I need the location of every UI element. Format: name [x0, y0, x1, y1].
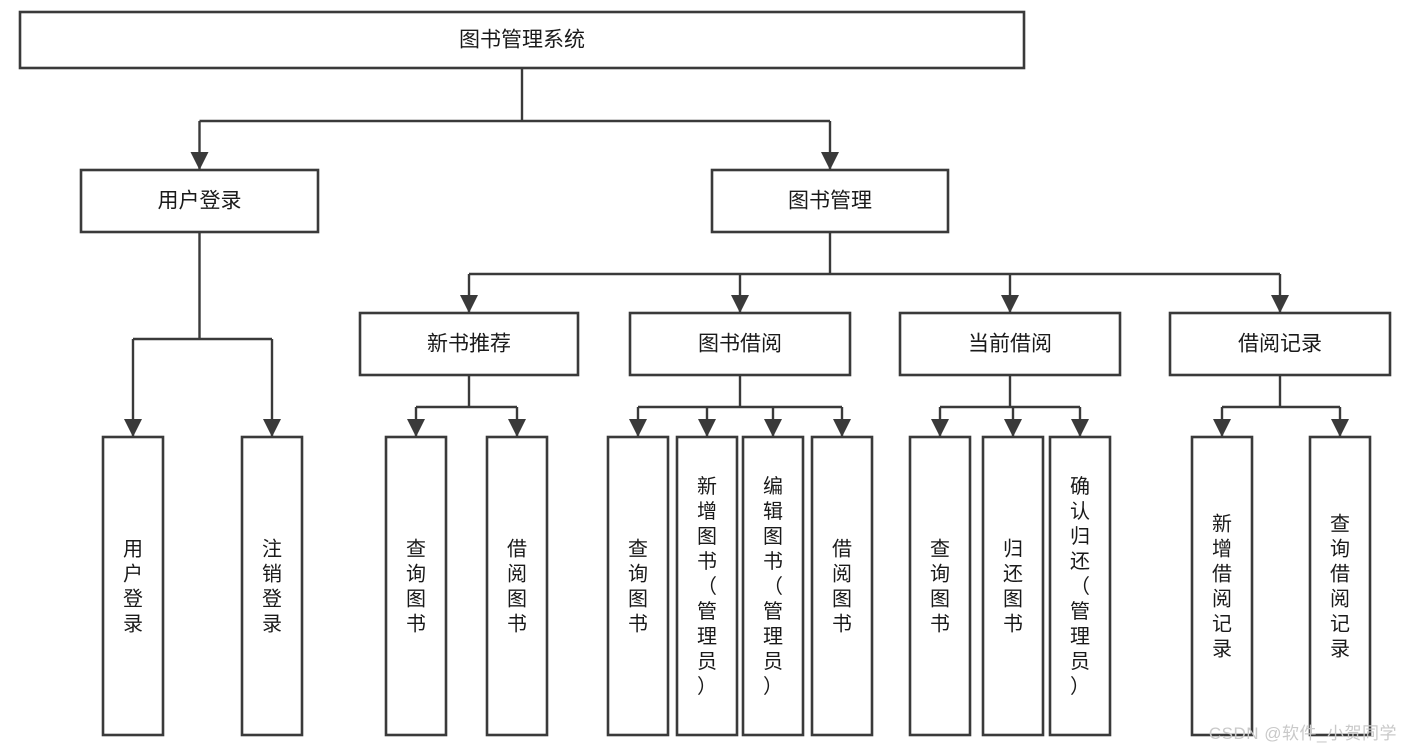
node-label-borrow-records: 借阅记录 [1238, 333, 1322, 356]
node-label-leaf-confirm-return-admin: 确认归还（管理员） [1070, 475, 1090, 698]
arrow-head-icon [931, 419, 949, 437]
node-borrow-records[interactable]: 借阅记录 [1168, 311, 1392, 377]
node-box-new-book-recommend [358, 311, 580, 377]
node-label-leaf-return-book: 归还图书 [1003, 538, 1023, 636]
connector-group-book-borrow [629, 375, 851, 437]
node-box-book-borrow [628, 311, 852, 377]
arrow-head-icon [629, 419, 647, 437]
node-leaf-query-book-current[interactable]: 查询图书 [908, 435, 972, 737]
node-label-user-login: 用户登录 [158, 190, 242, 213]
node-box-leaf-add-book-admin [675, 435, 739, 737]
node-leaf-query-book-borrow[interactable]: 查询图书 [606, 435, 670, 737]
node-box-leaf-query-book-current [908, 435, 972, 737]
connectors-layer [124, 68, 1349, 437]
arrow-head-icon [1071, 419, 1089, 437]
node-box-leaf-add-borrow-record [1190, 435, 1254, 737]
arrow-head-icon [124, 419, 142, 437]
arrow-head-icon [731, 295, 749, 313]
node-box-leaf-user-login [101, 435, 165, 737]
node-box-leaf-query-book-rec [384, 435, 448, 737]
node-current-borrow[interactable]: 当前借阅 [898, 311, 1122, 377]
node-new-book-recommend[interactable]: 新书推荐 [358, 311, 580, 377]
node-box-leaf-return-book [981, 435, 1045, 737]
nodes-layer: 图书管理系统用户登录图书管理新书推荐图书借阅当前借阅借阅记录用户登录注销登录查询… [18, 10, 1392, 737]
node-label-leaf-borrow-book-rec: 借阅图书 [507, 538, 527, 636]
node-label-leaf-borrow-book: 借阅图书 [832, 538, 852, 636]
arrow-head-icon [764, 419, 782, 437]
node-leaf-add-book-admin[interactable]: 新增图书（管理员） [675, 435, 739, 737]
node-box-root [18, 10, 1026, 70]
node-user-login[interactable]: 用户登录 [79, 168, 320, 234]
node-box-leaf-borrow-book-rec [485, 435, 549, 737]
arrow-head-icon [1001, 295, 1019, 313]
node-label-leaf-logout: 注销登录 [262, 538, 282, 636]
node-box-book-management [710, 168, 950, 234]
node-leaf-borrow-book-rec[interactable]: 借阅图书 [485, 435, 549, 737]
node-leaf-return-book[interactable]: 归还图书 [981, 435, 1045, 737]
node-label-leaf-user-login: 用户登录 [123, 539, 143, 636]
arrow-head-icon [698, 419, 716, 437]
arrow-head-icon [1213, 419, 1231, 437]
node-leaf-confirm-return-admin[interactable]: 确认归还（管理员） [1048, 435, 1112, 737]
node-box-leaf-edit-book-admin [741, 435, 805, 737]
connector-group-current-borrow [931, 375, 1089, 437]
arrow-head-icon [833, 419, 851, 437]
node-label-leaf-edit-book-admin: 编辑图书（管理员） [763, 475, 783, 698]
node-box-user-login [79, 168, 320, 234]
connector-group-new-book-recommend [407, 375, 526, 437]
connector-group-book-management [460, 232, 1289, 313]
node-box-leaf-borrow-book [810, 435, 874, 737]
node-label-leaf-query-book-current: 查询图书 [930, 538, 950, 636]
arrow-head-icon [508, 419, 526, 437]
node-label-leaf-query-book-rec: 查询图书 [406, 538, 426, 636]
node-label-root: 图书管理系统 [459, 29, 585, 52]
node-root[interactable]: 图书管理系统 [18, 10, 1026, 70]
connector-group-root [190, 68, 839, 170]
node-box-leaf-query-borrow-record [1308, 435, 1372, 737]
node-leaf-query-book-rec[interactable]: 查询图书 [384, 435, 448, 737]
arrow-head-icon [1331, 419, 1349, 437]
node-label-leaf-query-book-borrow: 查询图书 [628, 538, 648, 636]
arrow-head-icon [1004, 419, 1022, 437]
node-label-book-borrow: 图书借阅 [698, 333, 782, 356]
node-leaf-user-login[interactable]: 用户登录 [101, 435, 165, 737]
node-label-book-management: 图书管理 [788, 190, 872, 213]
node-box-leaf-logout [240, 435, 304, 737]
node-box-leaf-query-book-borrow [606, 435, 670, 737]
connector-group-user-login [124, 232, 281, 437]
arrow-head-icon [460, 295, 478, 313]
node-leaf-query-borrow-record[interactable]: 查询借阅记录 [1308, 435, 1372, 737]
node-label-leaf-add-borrow-record: 新增借阅记录 [1212, 513, 1232, 661]
node-box-leaf-confirm-return-admin [1048, 435, 1112, 737]
arrow-head-icon [1271, 295, 1289, 313]
node-box-borrow-records [1168, 311, 1392, 377]
node-box-current-borrow [898, 311, 1122, 377]
node-book-borrow[interactable]: 图书借阅 [628, 311, 852, 377]
arrow-head-icon [821, 152, 839, 170]
node-leaf-edit-book-admin[interactable]: 编辑图书（管理员） [741, 435, 805, 737]
arrow-head-icon [263, 419, 281, 437]
node-label-new-book-recommend: 新书推荐 [427, 333, 511, 356]
arrow-head-icon [190, 152, 209, 170]
node-label-leaf-add-book-admin: 新增图书（管理员） [697, 475, 717, 698]
node-book-management[interactable]: 图书管理 [710, 168, 950, 234]
node-leaf-logout[interactable]: 注销登录 [240, 435, 304, 737]
node-leaf-borrow-book[interactable]: 借阅图书 [810, 435, 874, 737]
arrow-head-icon [407, 419, 425, 437]
node-label-current-borrow: 当前借阅 [968, 333, 1052, 356]
node-leaf-add-borrow-record[interactable]: 新增借阅记录 [1190, 435, 1254, 737]
connector-group-borrow-records [1213, 375, 1349, 437]
node-label-leaf-query-borrow-record: 查询借阅记录 [1330, 513, 1350, 661]
